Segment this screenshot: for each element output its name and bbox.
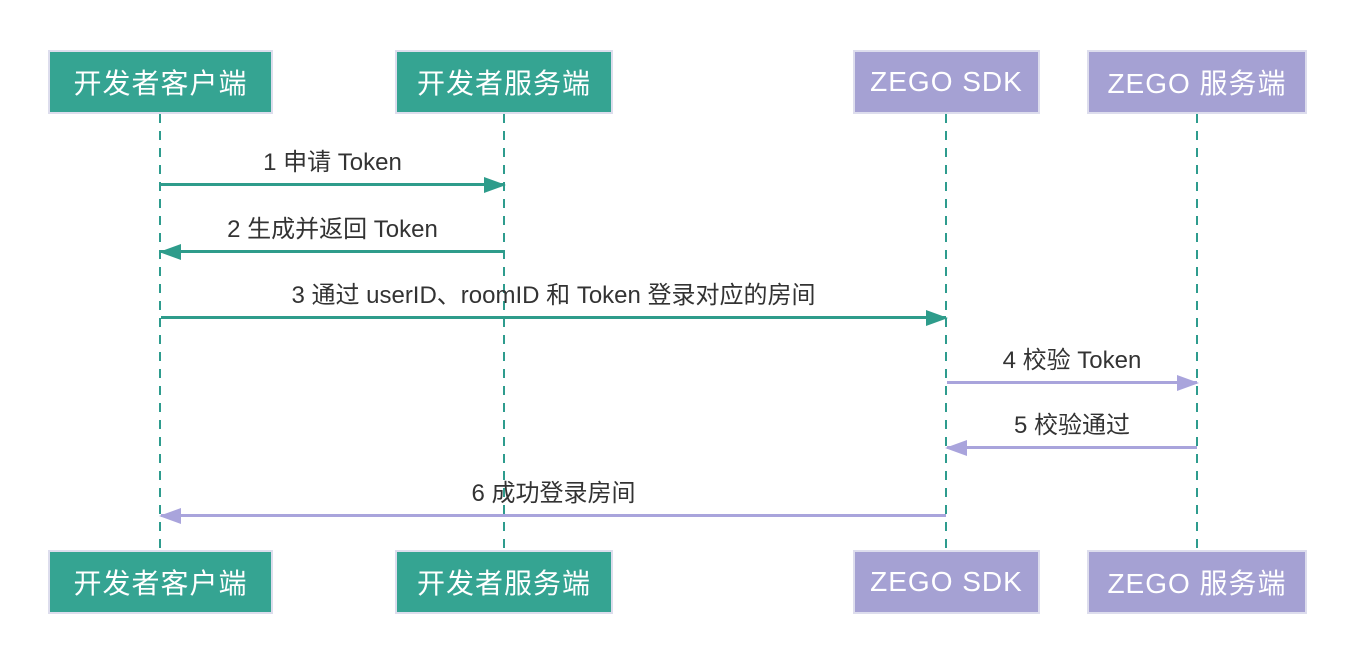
actor-label-zego-sdk: ZEGO SDK: [870, 566, 1023, 597]
message-5: 5 校验通过: [945, 410, 1197, 456]
message-6: 6 成功登录房间: [159, 478, 946, 524]
actor-box-developer-client-top: 开发者客户端: [48, 50, 273, 114]
actor-box-zego-sdk-top: ZEGO SDK: [853, 50, 1040, 114]
message-2: 2 生成并返回 Token: [159, 214, 504, 260]
message-1-arrow: [161, 176, 506, 193]
message-3-arrow: [161, 309, 948, 326]
message-5-label: 5 校验通过: [1013, 412, 1130, 439]
message-1-label: 1 申请 Token: [263, 149, 402, 176]
actor-box-developer-server-top: 开发者服务端: [395, 50, 613, 114]
arrowhead-right-icon: [484, 176, 506, 193]
actor-box-developer-client-bottom: 开发者客户端: [48, 550, 273, 614]
actor-label-zego-sdk: ZEGO SDK: [870, 66, 1023, 97]
message-4-arrow: [947, 374, 1199, 391]
arrowhead-right-icon: [1177, 374, 1199, 391]
actor-box-zego-server-top: ZEGO 服务端: [1087, 50, 1307, 114]
message-2-label: 2 生成并返回 Token: [227, 216, 438, 243]
message-4: 4 校验 Token: [947, 345, 1199, 391]
arrowhead-right-icon: [926, 309, 948, 326]
actor-box-zego-server-bottom: ZEGO 服务端: [1087, 550, 1307, 614]
actor-label-developer-client: 开发者客户端: [73, 568, 248, 599]
message-3-label: 3 通过 userID、roomID 和 Token 登录对应的房间: [291, 282, 816, 309]
actor-label-developer-server: 开发者服务端: [416, 68, 591, 99]
message-1: 1 申请 Token: [161, 147, 506, 193]
actor-label-zego-server: ZEGO 服务端: [1107, 68, 1287, 99]
arrowhead-left-icon: [945, 439, 967, 456]
actor-label-developer-server: 开发者服务端: [416, 568, 591, 599]
arrowhead-left-icon: [159, 507, 181, 524]
lifeline-developer-server: [503, 114, 505, 550]
lifeline-developer-client: [159, 114, 161, 550]
actor-box-developer-server-bottom: 开发者服务端: [395, 550, 613, 614]
lifeline-zego-sdk: [945, 114, 947, 550]
message-2-arrow: [159, 243, 504, 260]
actor-label-zego-server: ZEGO 服务端: [1107, 568, 1287, 599]
lifeline-zego-server: [1196, 114, 1198, 550]
arrowhead-left-icon: [159, 243, 181, 260]
actor-label-developer-client: 开发者客户端: [73, 68, 248, 99]
message-3: 3 通过 userID、roomID 和 Token 登录对应的房间: [161, 280, 948, 326]
message-5-arrow: [945, 439, 1197, 456]
message-6-label: 6 成功登录房间: [471, 480, 636, 507]
message-6-arrow: [159, 507, 946, 524]
message-4-label: 4 校验 Token: [1002, 347, 1142, 374]
actor-box-zego-sdk-bottom: ZEGO SDK: [853, 550, 1040, 614]
